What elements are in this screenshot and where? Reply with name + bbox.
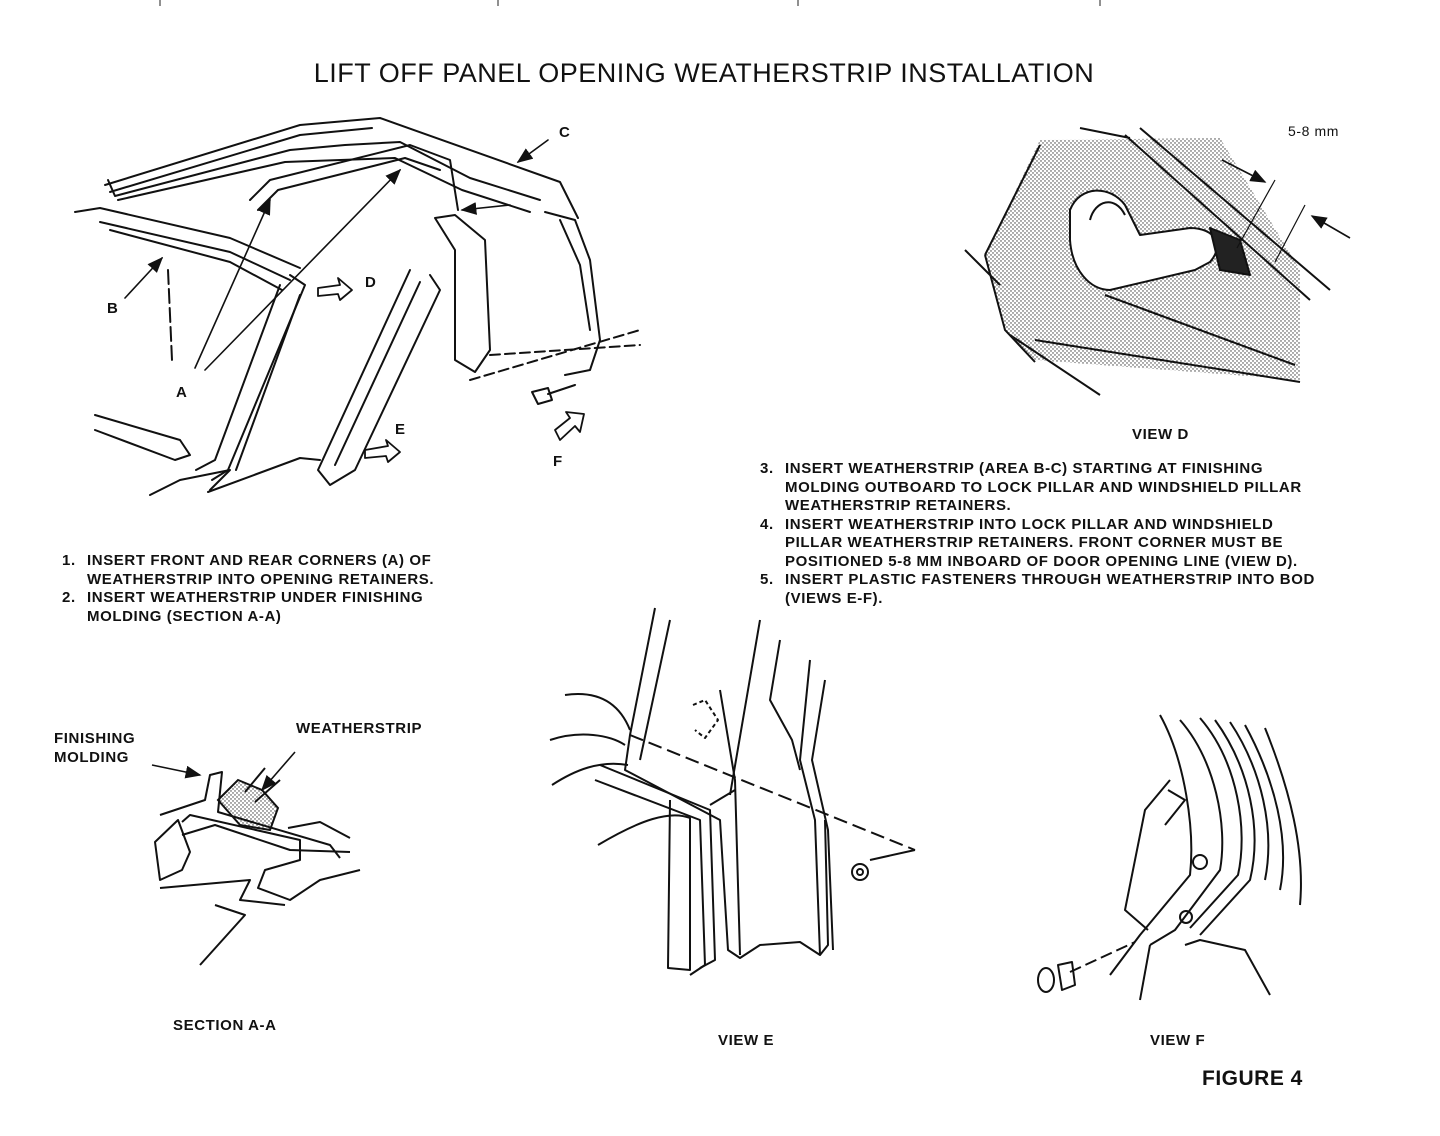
step-number: 2. (62, 589, 76, 606)
step-3: 3. INSERT WEATHERSTRIP (AREA B-C) STARTI… (760, 460, 1380, 516)
view-e-caption: VIEW E (718, 1032, 775, 1049)
finishing-molding-label: FINISHING MOLDING (54, 730, 136, 766)
step-number: 5. (760, 571, 774, 588)
view-f-caption: VIEW F (1150, 1032, 1206, 1049)
figure-label: FIGURE 4 (1202, 1067, 1303, 1090)
step-text: INSERT WEATHERSTRIP INTO LOCK PILLAR AND… (785, 515, 1298, 570)
section-aa-drawing (151, 751, 361, 966)
steps-right: 3. INSERT WEATHERSTRIP (AREA B-C) STARTI… (760, 460, 1380, 620)
step-number: 1. (62, 552, 76, 569)
callout-a: A (176, 384, 188, 401)
page-title: LIFT OFF PANEL OPENING WEATHERSTRIP INST… (313, 58, 1095, 88)
callout-c: C (559, 124, 571, 141)
weatherstrip-label: WEATHERSTRIP (296, 720, 423, 737)
view-f-drawing (1037, 714, 1302, 1001)
step-text: INSERT WEATHERSTRIP (AREA B-C) STARTING … (785, 460, 1302, 514)
dimension-label: 5-8 mm (1288, 123, 1340, 139)
step-text: INSERT FRONT AND REAR CORNERS (A) OF WEA… (87, 552, 435, 588)
step-text: INSERT WEATHERSTRIP UNDER FINISHING MOLD… (87, 589, 424, 625)
main-roof-drawing (74, 117, 641, 496)
steps-left: 1. INSERT FRONT AND REAR CORNERS (A) OF … (62, 552, 434, 626)
step-5: 5. INSERT PLASTIC FASTENERS THROUGH WEAT… (760, 571, 1380, 608)
step-4: 4. INSERT WEATHERSTRIP INTO LOCK PILLAR … (760, 516, 1380, 572)
section-aa-caption: SECTION A-A (173, 1017, 277, 1034)
callout-e: E (395, 421, 406, 438)
step-1: 1. INSERT FRONT AND REAR CORNERS (A) OF … (62, 552, 434, 589)
step-number: 4. (760, 515, 774, 533)
step-number: 3. (760, 460, 774, 477)
step-2: 2. INSERT WEATHERSTRIP UNDER FINISHING M… (62, 589, 434, 626)
view-d-caption: VIEW D (1132, 426, 1189, 443)
callout-b: B (107, 300, 119, 317)
callout-f: F (553, 453, 563, 470)
callout-d: D (365, 274, 377, 291)
view-e-drawing (549, 607, 916, 976)
scan-ticks (159, 0, 1101, 6)
view-d-drawing (964, 127, 1351, 396)
step-text: INSERT PLASTIC FASTENERS THROUGH WEATHER… (785, 571, 1315, 607)
